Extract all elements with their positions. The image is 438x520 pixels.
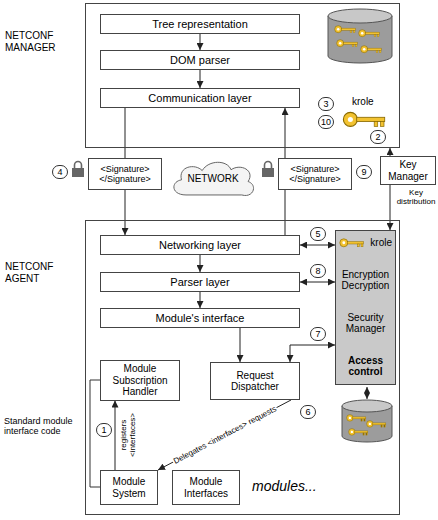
connector (240, 328, 241, 362)
modules-label: modules... (252, 478, 317, 494)
section-heading: NETCONF MANAGER (5, 30, 81, 54)
edge-label: registers <interfaces> (119, 406, 137, 464)
node-text: NETWORK (187, 173, 238, 185)
node-text: </Signature> (289, 174, 341, 184)
padlock (262, 162, 274, 177)
db-link (367, 387, 368, 399)
connector (390, 185, 391, 230)
node-text: <Signature> (100, 164, 149, 174)
padlock (72, 162, 84, 177)
layer-box: Parser layer (100, 272, 300, 292)
layer-box: Networking layer (100, 235, 300, 255)
connector (200, 255, 201, 272)
module-box: Request Dispatcher (210, 362, 300, 400)
node-text: Encryption Decryption (339, 269, 392, 292)
network-cloud: NETWORK (168, 158, 258, 200)
callout-number: 3 (318, 97, 334, 111)
note-label: Standard module interface code (4, 416, 80, 437)
signature-box: <Signature></Signature> (278, 158, 352, 190)
callout-number: 10 (318, 115, 334, 129)
key-database (342, 400, 392, 442)
module-box: Module System (100, 470, 158, 505)
connector (125, 190, 126, 235)
security-manager-box: kroleEncryption DecryptionSecurity Manag… (335, 230, 396, 385)
node-text: </Signature> (99, 174, 151, 184)
connector (290, 345, 335, 362)
signature-box: <Signature></Signature> (88, 158, 162, 190)
connector (115, 401, 116, 471)
node-text: Access control (339, 355, 392, 378)
edge-label: Delegates <interfaces> requests (171, 404, 279, 467)
module-box: Module Interfaces (172, 470, 240, 505)
connector (125, 108, 126, 158)
callout-number: 1 (96, 423, 112, 437)
layer-box: Tree representation (100, 14, 300, 34)
connector (158, 400, 291, 470)
connector (285, 190, 286, 235)
node-text: Module's interface (156, 312, 245, 325)
module-box: Module Subscription Handler (100, 360, 180, 401)
node-text: Parser layer (170, 276, 229, 289)
callout-number: 5 (310, 227, 326, 241)
key-database (328, 9, 392, 63)
connector (200, 292, 201, 308)
callout-number: 7 (310, 327, 326, 341)
manager-frame: NETCONF MANAGERTree representationDOM pa… (85, 3, 400, 148)
layer-box: DOM parser (100, 50, 300, 70)
node-text: Networking layer (159, 239, 241, 252)
connector (285, 108, 286, 158)
node-text: DOM parser (170, 54, 230, 67)
node-text: Key Manager (385, 159, 431, 182)
layer-box: Communication layer (100, 88, 300, 108)
role-key (343, 112, 384, 126)
edge-label: Key distribution (394, 188, 438, 206)
node-text: Module Interfaces (177, 476, 235, 499)
connector (300, 282, 335, 283)
node-text: Communication layer (148, 92, 251, 105)
node-text: krole (370, 237, 392, 249)
node-text: Tree representation (152, 18, 248, 31)
connector (390, 148, 391, 156)
node-text: Module Subscription Handler (105, 363, 175, 398)
connector (200, 70, 201, 88)
key-manager-box: Key Manager (380, 156, 436, 185)
agent-frame: NETCONF AGENTNetworking layerParser laye… (85, 220, 400, 515)
connector (200, 34, 201, 50)
callout-number: 2 (370, 130, 386, 144)
key-label: krole (352, 96, 374, 108)
node-text: <Signature> (290, 164, 339, 174)
section-heading: NETCONF AGENT (5, 261, 81, 285)
node-text: Security Manager (339, 312, 392, 335)
layer-box: Module's interface (100, 308, 300, 328)
callout-number: 8 (310, 264, 326, 278)
node-text: Request Dispatcher (215, 370, 295, 393)
callout-number: 4 (52, 165, 68, 179)
node-text: Module System (105, 476, 153, 499)
callout-number: 6 (300, 405, 316, 419)
callout-number: 9 (356, 165, 372, 179)
connector (300, 245, 335, 246)
